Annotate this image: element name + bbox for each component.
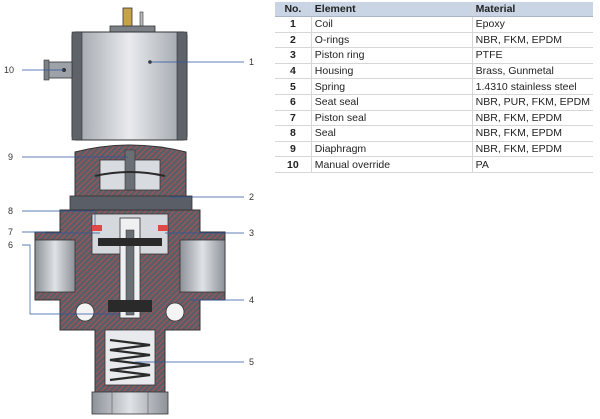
- table-row: 2 O-rings NBR, FKM, EPDM: [275, 32, 593, 49]
- row-material: PTFE: [471, 47, 593, 64]
- row-no: 4: [275, 63, 312, 80]
- parts-table: No. Element Material 1 Coil Epoxy 2 O-ri…: [275, 2, 593, 173]
- callout-1: 1: [249, 57, 254, 67]
- table-row: 5 Spring 1.4310 stainless steel: [275, 78, 593, 95]
- table-row: 1 Coil Epoxy: [275, 16, 593, 33]
- row-element: Seal: [310, 125, 473, 142]
- row-material: NBR, PUR, FKM, EPDM: [471, 94, 593, 111]
- coil-terminals: [109, 7, 156, 35]
- table-row: 7 Piston seal NBR, FKM, EPDM: [275, 110, 593, 127]
- row-element: Piston seal: [310, 110, 473, 127]
- piston-assembly: [91, 213, 169, 319]
- row-material: NBR, FKM, EPDM: [471, 141, 593, 158]
- header-no: No.: [275, 2, 312, 17]
- row-no: 2: [275, 32, 312, 49]
- row-element: Spring: [310, 78, 473, 95]
- row-material: Epoxy: [471, 16, 593, 33]
- coil: [71, 31, 188, 141]
- callout-10: 10: [4, 65, 14, 75]
- row-material: NBR, FKM, EPDM: [471, 110, 593, 127]
- callout-3: 3: [249, 228, 254, 238]
- row-no: 10: [275, 156, 312, 173]
- row-material: NBR, FKM, EPDM: [471, 32, 593, 49]
- row-element: O-rings: [310, 32, 473, 49]
- spring: [104, 329, 156, 386]
- row-element: Housing: [310, 63, 473, 80]
- table-row: 6 Seat seal NBR, PUR, FKM, EPDM: [275, 94, 593, 111]
- callout-4: 4: [249, 295, 254, 305]
- valve-cross-section-diagram: 1 2 3 4 5 10 9 8 7 6: [4, 7, 254, 415]
- row-element: Coil: [310, 16, 473, 33]
- row-material: PA: [471, 156, 593, 173]
- callout-5: 5: [249, 357, 254, 367]
- callout-9: 9: [8, 152, 13, 162]
- row-material: NBR, FKM, EPDM: [471, 125, 593, 142]
- row-no: 3: [275, 47, 312, 64]
- row-no: 6: [275, 94, 312, 111]
- header-element: Element: [310, 2, 473, 17]
- row-material: Brass, Gunmetal: [471, 63, 593, 80]
- table-row: 4 Housing Brass, Gunmetal: [275, 63, 593, 80]
- table-row: 10 Manual override PA: [275, 156, 593, 173]
- table-row: 9 Diaphragm NBR, FKM, EPDM: [275, 141, 593, 158]
- callout-6: 6: [8, 240, 13, 250]
- row-no: 5: [275, 78, 312, 95]
- row-element: Diaphragm: [310, 141, 473, 158]
- table-header-row: No. Element Material: [275, 2, 593, 17]
- callout-2: 2: [249, 192, 254, 202]
- bottom-nut: [91, 391, 169, 415]
- callout-7: 7: [8, 227, 13, 237]
- table-row: 8 Seal NBR, FKM, EPDM: [275, 125, 593, 142]
- row-material: 1.4310 stainless steel: [471, 78, 593, 95]
- row-element: Piston ring: [310, 47, 473, 64]
- row-element: Seat seal: [310, 94, 473, 111]
- leader-lines: [22, 61, 244, 363]
- bonnet-section: [69, 144, 193, 211]
- row-no: 7: [275, 110, 312, 127]
- row-no: 9: [275, 141, 312, 158]
- row-element: Manual override: [310, 156, 473, 173]
- row-no: 8: [275, 125, 312, 142]
- header-material: Material: [471, 2, 593, 17]
- table-row: 3 Piston ring PTFE: [275, 47, 593, 64]
- callout-8: 8: [8, 206, 13, 216]
- row-no: 1: [275, 16, 312, 33]
